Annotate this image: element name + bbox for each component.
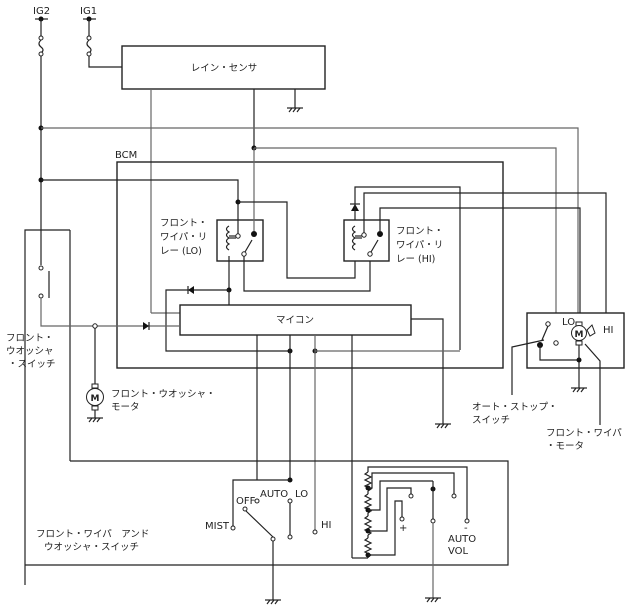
relay-lo	[216, 219, 264, 262]
microcomputer-box	[179, 304, 412, 336]
relay-lo-label-line2: ワイパ・リ	[160, 232, 207, 243]
relay-hi-label-line1: フロント・	[396, 226, 444, 237]
auto-vol-plus: +	[399, 523, 407, 534]
washer-switch-box	[24, 229, 70, 585]
relay-lo-label-line1: フロント・	[160, 218, 208, 229]
washer-switch-label-line3: ・スイッチ	[8, 359, 56, 370]
auto-vol-label-line1: AUTO	[448, 534, 476, 545]
auto-vol-minus: -	[464, 523, 468, 534]
diode-icon	[187, 286, 194, 294]
ig1-fuse-icon	[86, 35, 92, 57]
ground-icon	[571, 387, 587, 393]
microcomputer-label: マイコン	[276, 315, 314, 326]
switch-pos-lo: LO	[295, 489, 308, 500]
combo-switch-label-line2: ウオッシャ・スイッチ	[44, 542, 139, 553]
washer-switch-label-line2: ウオッシャ	[6, 346, 54, 357]
ig2-source: IG2	[33, 6, 50, 36]
relay-hi-label-line3: レー (HI)	[396, 254, 435, 265]
washer-motor-label-line1: フロント・ウオッシャ・	[111, 389, 216, 400]
relay-hi	[343, 219, 390, 262]
switch-pos-hi: HI	[321, 520, 331, 531]
switch-pos-mist: MIST	[205, 521, 230, 532]
ground-icon	[287, 107, 303, 113]
rain-sensor-label: レイン・センサ	[191, 63, 258, 74]
auto-vol-label-line2: VOL	[448, 546, 469, 557]
relay-coil-icon	[351, 225, 362, 251]
wiper-lo-label: LO	[562, 317, 575, 328]
ground-icon	[425, 597, 441, 603]
auto-volume-resistor-icon	[352, 466, 468, 559]
relay-lo-label-line3: レー (LO)	[160, 246, 202, 257]
ground-icon	[435, 423, 451, 429]
ig1-label: IG1	[80, 6, 97, 17]
wiper-motor-symbol: M	[575, 330, 584, 340]
washer-switch-label-line1: フロント・	[6, 333, 54, 344]
wiper-motor-label-line1: フロント・ワイパ	[546, 428, 622, 439]
ground-icon	[265, 599, 281, 605]
wiper-hi-label: HI	[603, 325, 613, 336]
wiper-motor-icon: M	[571, 321, 596, 346]
relay-hi-label-line2: ワイパ・リ	[396, 240, 443, 251]
bcm-label: BCM	[115, 150, 137, 161]
ig2-label: IG2	[33, 6, 50, 17]
bcm-box	[116, 161, 504, 369]
combo-switch-label-line1: フロント・ワイパ アンド	[36, 529, 149, 540]
ground-icon	[87, 417, 103, 423]
washer-motor-icon: M	[86, 383, 104, 418]
auto-stop-switch-label-line2: スイッチ	[472, 415, 510, 426]
ig1-source: IG1	[80, 6, 97, 36]
washer-motor-symbol: M	[91, 394, 100, 404]
switch-pos-off: OFF	[236, 496, 256, 507]
diode-icon	[143, 322, 150, 330]
relay-coil-icon	[225, 225, 236, 251]
washer-motor-label-line2: モータ	[111, 402, 140, 413]
rain-sensor-box	[121, 45, 326, 90]
wiper-motor-label-line2: ・モータ	[546, 441, 584, 452]
ig2-fuse-icon	[38, 35, 44, 57]
auto-stop-switch-label-line1: オート・ストップ・	[472, 402, 558, 413]
combo-switch-box	[25, 460, 509, 566]
switch-pos-auto: AUTO	[260, 489, 288, 500]
